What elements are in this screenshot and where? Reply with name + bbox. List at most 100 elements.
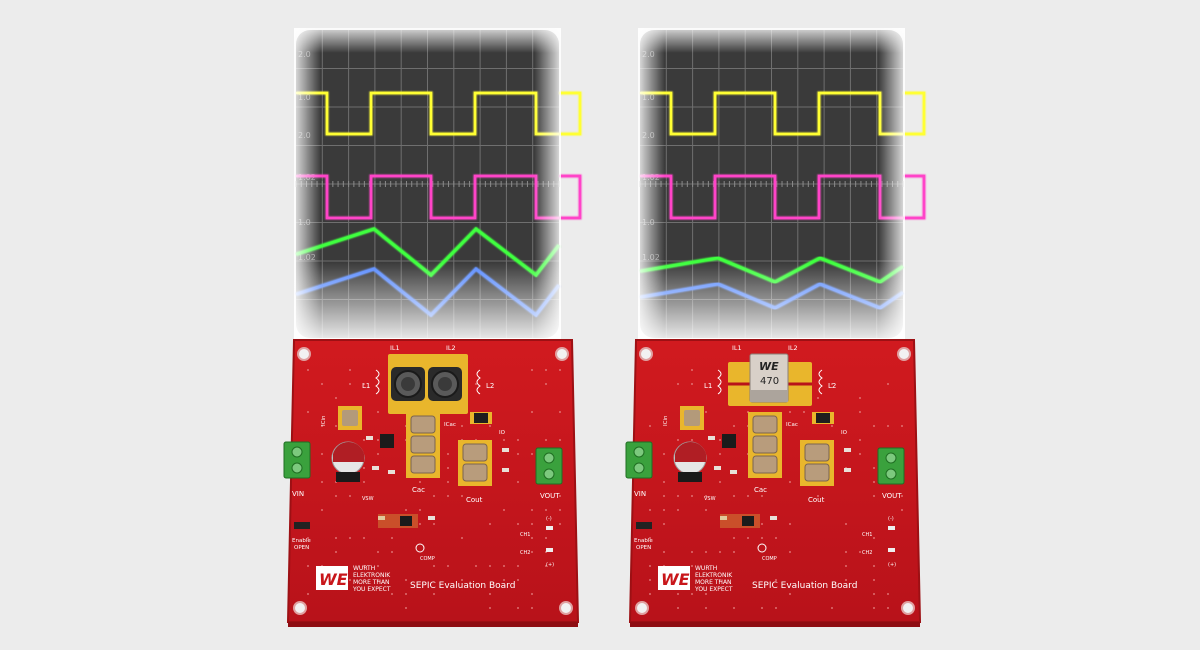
brand-line-2: ELEKTRONIK xyxy=(353,572,391,579)
label-l2: L2 xyxy=(486,382,494,390)
pcb-board-left: IL1IL2L1L2ICinICacCacIOCoutVINVOUTEnable… xyxy=(284,340,578,627)
label-open: OPEN xyxy=(294,545,309,551)
smd-passive xyxy=(546,526,553,530)
via xyxy=(489,593,491,595)
via xyxy=(489,607,491,609)
via xyxy=(747,495,749,497)
via xyxy=(545,383,547,385)
via xyxy=(761,537,763,539)
via xyxy=(447,453,449,455)
via xyxy=(405,579,407,581)
via xyxy=(873,607,875,609)
via xyxy=(419,509,421,511)
diode xyxy=(474,413,488,423)
via xyxy=(733,495,735,497)
via xyxy=(789,411,791,413)
smd-passive xyxy=(844,468,851,472)
via xyxy=(663,481,665,483)
vin-terminal-screw xyxy=(634,463,644,473)
smd-passive xyxy=(546,548,553,552)
via xyxy=(433,495,435,497)
via xyxy=(663,453,665,455)
via xyxy=(789,523,791,525)
pcb-edge xyxy=(288,622,578,627)
cac-capacitor xyxy=(411,416,435,433)
cac-capacitor xyxy=(411,436,435,453)
mounting-hole xyxy=(898,348,910,360)
via xyxy=(489,565,491,567)
via xyxy=(349,495,351,497)
via xyxy=(733,425,735,427)
label-minus: (-) xyxy=(888,516,894,522)
via xyxy=(517,565,519,567)
via xyxy=(873,495,875,497)
mounting-hole xyxy=(556,348,568,360)
via xyxy=(349,579,351,581)
label-il2: IL2 xyxy=(788,344,798,352)
via xyxy=(433,565,435,567)
label-cac: Cac xyxy=(754,486,767,494)
via xyxy=(307,411,309,413)
via xyxy=(691,565,693,567)
via xyxy=(559,509,561,511)
via xyxy=(649,425,651,427)
via xyxy=(531,369,533,371)
mosfet xyxy=(400,516,412,526)
via xyxy=(719,453,721,455)
via xyxy=(321,383,323,385)
vin-terminal-screw xyxy=(292,447,302,457)
screen-fade-top xyxy=(638,28,905,340)
label-cout: Cout xyxy=(808,496,825,504)
controller-ic xyxy=(722,434,736,448)
via xyxy=(677,439,679,441)
via xyxy=(873,467,875,469)
via xyxy=(677,593,679,595)
via xyxy=(321,509,323,511)
mounting-hole xyxy=(902,602,914,614)
via xyxy=(845,523,847,525)
label-ch1: CH1 xyxy=(520,532,530,538)
brand-line-4: YOU EXPECT xyxy=(694,586,733,593)
via xyxy=(691,495,693,497)
via xyxy=(873,481,875,483)
via xyxy=(419,481,421,483)
via xyxy=(531,607,533,609)
cap-base xyxy=(678,472,702,482)
vout-terminal-screw xyxy=(886,469,896,479)
via xyxy=(545,537,547,539)
via xyxy=(377,453,379,455)
label-enable: Enable xyxy=(292,538,311,544)
via xyxy=(405,509,407,511)
vout-terminal-screw xyxy=(544,453,554,463)
label-icin: ICin xyxy=(321,415,327,426)
label-plus: (+) xyxy=(546,562,554,568)
smd-passive xyxy=(888,526,895,530)
via xyxy=(405,593,407,595)
label-vout: VOUT xyxy=(882,492,902,500)
we-logo: WE xyxy=(319,570,348,589)
label-vin: VIN xyxy=(634,490,646,498)
label-enable: Enable xyxy=(634,538,653,544)
via xyxy=(419,523,421,525)
via xyxy=(489,523,491,525)
via xyxy=(559,369,561,371)
via xyxy=(405,607,407,609)
oscilloscope-right: 2.01.02.01.021.01.02 xyxy=(638,28,924,340)
enable-jumper xyxy=(294,522,310,529)
via xyxy=(475,565,477,567)
cin-capacitor xyxy=(342,410,358,426)
via xyxy=(559,411,561,413)
via xyxy=(705,593,707,595)
via xyxy=(691,551,693,553)
label-icac: ICac xyxy=(786,422,798,428)
via xyxy=(349,369,351,371)
vin-terminal-screw xyxy=(292,463,302,473)
via xyxy=(447,467,449,469)
via xyxy=(517,453,519,455)
cout-capacitor xyxy=(805,464,829,481)
via xyxy=(531,411,533,413)
smd-passive xyxy=(770,516,777,520)
smd-passive xyxy=(372,466,379,470)
via xyxy=(475,383,477,385)
label-open: OPEN xyxy=(636,545,651,551)
